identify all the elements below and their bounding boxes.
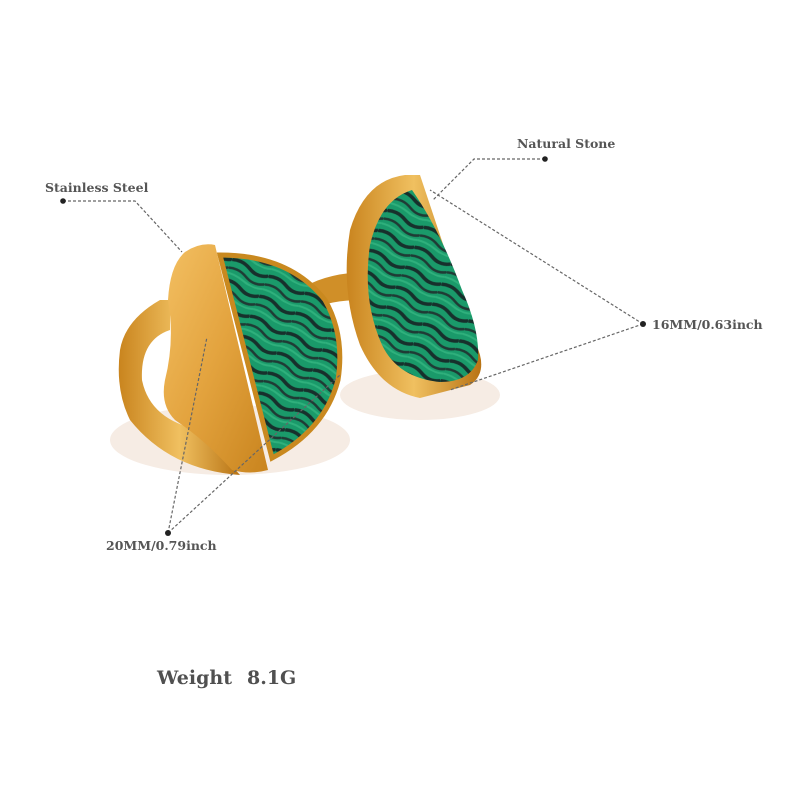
length-dimension-label: 20MM/0.79inch xyxy=(106,538,217,553)
width-dimension-label: 16MM/0.63inch xyxy=(652,317,763,332)
weight-label: Weight xyxy=(157,667,232,689)
right-ring-stone xyxy=(367,190,479,382)
weight-value: 8.1G xyxy=(247,667,297,689)
stainless-steel-label: Stainless Steel xyxy=(45,180,149,195)
leader-dots xyxy=(60,156,646,536)
left-ring-stone xyxy=(216,252,343,462)
left-ring-face xyxy=(163,244,268,473)
leader-lines xyxy=(63,158,644,534)
natural-stone-label: Natural Stone xyxy=(517,136,616,151)
left-ring-band xyxy=(118,300,240,475)
